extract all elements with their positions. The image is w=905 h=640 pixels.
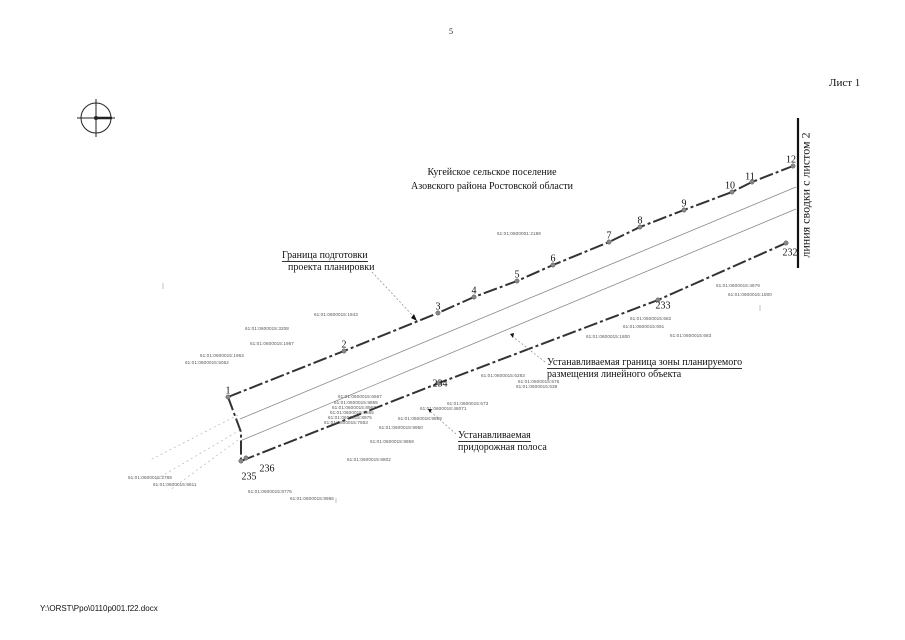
- callout-road-line-1: Устанавливаемая: [458, 430, 531, 442]
- road-lines: [239, 186, 797, 442]
- cadastral-number: 61:01:0600015:3208: [245, 326, 289, 331]
- cadastral-number: 61:01:0600018:9950: [379, 425, 423, 430]
- cadastral-number: 61:01:0600015:8865: [330, 410, 374, 415]
- page-number: 5: [449, 27, 453, 36]
- point-label-11: 11: [745, 171, 755, 183]
- cadastral-number: 61:01:0600018:48071: [420, 406, 467, 411]
- point-label-8: 8: [637, 215, 643, 227]
- cadastral-number: 61:01:0600015:9986: [290, 496, 334, 501]
- point-label-10: 10: [725, 180, 735, 192]
- cadastral-number: 61:01:0600015:682: [630, 316, 672, 321]
- file-path-footer: Y:\ORST\Ppo\0110p001.f22.docx: [40, 604, 158, 613]
- point-label-7: 7: [606, 230, 612, 242]
- callout-prep-line-1: Граница подготовки: [282, 250, 368, 262]
- cadastral-number: 61:01:0600015:673: [447, 401, 489, 406]
- cadastral-number: 61:01:0600015:8967: [332, 405, 376, 410]
- cadastral-number: 61:01:0600001:2189: [497, 231, 541, 236]
- settlement-line-2: Азовского района Ростовской области: [411, 181, 573, 192]
- callout-planning-boundary: Граница подготовки проекта планировки: [282, 250, 374, 274]
- callout-road-line-2: придорожная полоса: [458, 442, 547, 453]
- cadastral-number: 61:01:0600015:5062: [185, 360, 229, 365]
- cadastral-number: 61:01:0600015:8776: [248, 489, 292, 494]
- point-label-4: 4: [471, 285, 477, 297]
- cadastral-number: 61:01:0600015:691: [623, 324, 665, 329]
- cadastral-number: 61:01:0600018:9869: [398, 416, 442, 421]
- point-label-6: 6: [550, 253, 556, 265]
- point-label-236: 236: [259, 463, 275, 475]
- cadastral-number: 61:01:0600015:683: [670, 333, 712, 338]
- cadastral-number: 61:01:0600015:1963: [200, 353, 244, 358]
- cadastral-number: 61:01:0600015:1800: [728, 292, 772, 297]
- cadastral-number: 61:01:0600015:8975: [328, 415, 372, 420]
- cadastral-number: 61:01:0600015:8802: [347, 457, 391, 462]
- settlement-label: Кугейское сельское поселение Азовского р…: [411, 166, 573, 194]
- sheet-label: Лист 1: [829, 77, 861, 89]
- cadastral-number: 61:01:0600015:6283: [481, 373, 525, 378]
- cadastral-number: 61:01:0600015:1957: [250, 341, 294, 346]
- settlement-line-1: Кугейское сельское поселение: [427, 167, 557, 178]
- callout-roadside-strip: Устанавливаемая придорожная полоса: [458, 430, 547, 454]
- callout-zone-boundary: Устанавливаемая граница зоны планируемог…: [547, 357, 743, 381]
- cadastral-number: 61:01:0600015:638: [516, 384, 558, 389]
- cadastral-number: 61:01:0600015:9959: [370, 439, 414, 444]
- callout-prep-line-2: проекта планировки: [288, 262, 375, 273]
- callout-zone-line-2: размещения линейного объекта: [547, 369, 682, 380]
- point-label-2: 2: [341, 339, 347, 351]
- cadastral-number: 61:01:0600015:1800: [586, 334, 630, 339]
- north-arrow-icon: [77, 99, 115, 137]
- point-label-232: 232: [782, 247, 798, 259]
- point-label-3: 3: [435, 301, 441, 313]
- point-label-234: 234: [432, 378, 448, 390]
- cadastral-number: 61:01:0600015:1843: [314, 312, 358, 317]
- point-label-235: 235: [241, 471, 257, 483]
- callout-zone-line-1: Устанавливаемая граница зоны планируемог…: [547, 357, 743, 369]
- cadastral-number: 61:01:0600015:4679: [716, 283, 760, 288]
- point-label-5: 5: [514, 269, 520, 281]
- cadastral-number: 61:01:0600015:576: [518, 379, 560, 384]
- point-label-1: 1: [225, 385, 231, 397]
- zone-boundary: [227, 165, 794, 462]
- point-label-233: 233: [655, 300, 671, 312]
- cadastral-number: 61:01:0600015:2769: [128, 475, 172, 480]
- cadastral-number: 61:01:0600015:7563: [324, 420, 368, 425]
- point-label-12: 12: [786, 154, 796, 166]
- cadastral-number: 61:01:0600015:9865: [334, 400, 378, 405]
- sheet-join-label: линия сводки с листом 2: [798, 132, 813, 258]
- point-label-9: 9: [681, 198, 687, 210]
- cadastral-number: 61:01:0600015:6567: [338, 394, 382, 399]
- cadastral-number: 61:01:0600015:9611: [153, 482, 197, 487]
